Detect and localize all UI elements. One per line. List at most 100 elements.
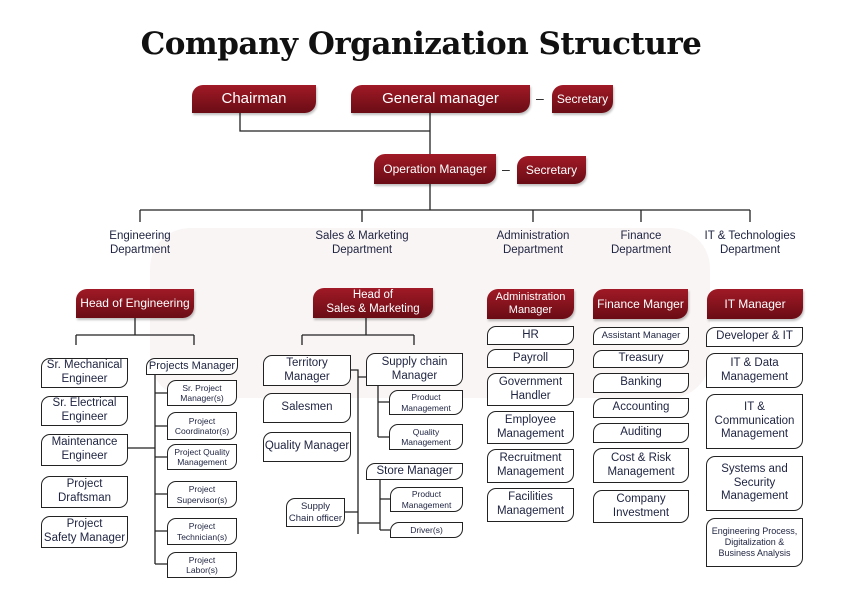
- box-label: Quality Management: [401, 426, 451, 447]
- box-label: Product Management: [401, 392, 451, 413]
- finance-role-box: Auditing: [593, 423, 689, 443]
- engineering-role-box: Project Draftsman: [41, 476, 128, 508]
- box-label: Head of Sales & Marketing: [326, 289, 420, 315]
- box-label: Finance Manger: [597, 296, 684, 311]
- box-label: Engineering Process, Digitalization & Bu…: [711, 526, 798, 558]
- box-label: Supply chain Manager: [381, 355, 448, 382]
- box-label: General manager: [382, 90, 499, 107]
- finance-role-box: Treasury: [593, 350, 689, 368]
- box-label: Project Draftsman: [57, 478, 112, 504]
- sales-role-box: Territory Manager: [263, 355, 351, 386]
- box-label: Supply Chain officer: [288, 501, 343, 524]
- project-role-box: Sr. Project Manager(s): [167, 380, 237, 406]
- box-label: IT & Communication Management: [714, 400, 795, 441]
- sales-role-box: Salesmen: [263, 393, 351, 423]
- project-role-box: Project Quality Management: [167, 444, 237, 470]
- finance-role-box: Cost & Risk Management: [593, 448, 689, 483]
- box-label: Sr. Electrical Engineer: [52, 397, 117, 423]
- box-label: Operation Manager: [383, 161, 487, 176]
- box-label: Maintenance Engineer: [51, 436, 118, 462]
- admin-role-box: Facilities Management: [487, 488, 574, 522]
- engineering-role-box: Project Safety Manager: [41, 516, 128, 548]
- box-label: Accounting: [612, 401, 670, 414]
- finance-role-box: Banking: [593, 373, 689, 393]
- box-label: Project Safety Manager: [43, 518, 126, 544]
- box-label: Driver(s): [410, 524, 443, 535]
- dash-separator: –: [536, 90, 544, 106]
- box-label: Product Management: [401, 489, 452, 510]
- box-label: Administration Department: [496, 230, 570, 257]
- admin-manager-box: Administration Manager: [487, 289, 574, 319]
- box-label: Cost & Risk Management: [607, 451, 675, 478]
- chairman-box: Chairman: [192, 85, 316, 113]
- finance-role-box: Company Investment: [593, 490, 689, 523]
- it-role-box: Systems and Security Management: [706, 456, 803, 511]
- box-label: Sales & Marketing Department: [315, 230, 409, 257]
- box-label: Project Supervisor(s): [176, 484, 228, 505]
- project-role-box: Project Labor(s): [167, 552, 237, 578]
- box-label: Quality Manager: [264, 440, 350, 453]
- operation-manager-box: Operation Manager: [374, 154, 496, 184]
- engineering-role-box: Sr. Mechanical Engineer: [41, 358, 128, 388]
- box-label: Recruitment Management: [496, 452, 565, 478]
- box-label: Employee Management: [496, 413, 565, 440]
- box-label: Project Coordinator(s): [174, 415, 230, 436]
- store-sub-box: Driver(s): [390, 522, 463, 538]
- department-label-sales: Sales & Marketing Department: [302, 229, 422, 259]
- it-manager-box: IT Manager: [707, 289, 803, 319]
- supply-chain-manager-box: Supply chain Manager: [366, 353, 463, 386]
- admin-role-box: Recruitment Management: [487, 449, 574, 483]
- box-label: Developer & IT: [716, 330, 793, 343]
- box-label: Engineering Department: [109, 230, 171, 257]
- box-label: IT & Data Management: [720, 356, 789, 383]
- general-manager-box: General manager: [351, 85, 530, 113]
- department-label-engineering: Engineering Department: [80, 229, 200, 259]
- project-role-box: Project Technician(s): [167, 518, 237, 545]
- head-of-sales-box: Head of Sales & Marketing: [313, 288, 433, 318]
- engineering-role-box: Maintenance Engineer: [41, 434, 128, 466]
- finance-manager-box: Finance Manger: [593, 289, 688, 319]
- box-label: Sr. Project Manager(s): [180, 382, 224, 403]
- box-label: Treasury: [618, 352, 664, 365]
- box-label: Store Manager: [376, 464, 453, 477]
- department-label-admin: Administration Department: [473, 229, 593, 259]
- it-role-box: Engineering Process, Digitalization & Bu…: [706, 518, 803, 567]
- box-label: Project Technician(s): [176, 521, 228, 542]
- it-role-box: IT & Data Management: [706, 353, 803, 388]
- it-role-box: IT & Communication Management: [706, 394, 803, 449]
- box-label: Banking: [620, 376, 662, 389]
- admin-role-box: HR: [487, 326, 574, 345]
- department-label-finance: Finance Department: [581, 229, 701, 259]
- box-label: Payroll: [512, 351, 549, 364]
- finance-role-box: Accounting: [593, 398, 689, 418]
- box-label: Head of Engineering: [80, 296, 190, 311]
- box-label: IT & Technologies Department: [704, 230, 796, 257]
- project-role-box: Project Supervisor(s): [167, 481, 237, 508]
- sales-role-box: Quality Manager: [263, 432, 351, 462]
- box-label: Government Handler: [498, 375, 563, 402]
- box-label: Auditing: [620, 426, 662, 439]
- supply-chain-officer-box: Supply Chain officer: [286, 498, 345, 527]
- box-label: IT Manager: [724, 296, 786, 311]
- supply-chain-sub-box: Product Management: [389, 390, 463, 415]
- box-label: Territory Manager: [284, 356, 330, 383]
- department-label-it: IT & Technologies Department: [690, 229, 810, 259]
- supply-chain-sub-box: Quality Management: [389, 424, 463, 450]
- box-label: Project Quality Management: [174, 446, 230, 467]
- box-label: Secretary: [525, 162, 578, 177]
- box-label: Salesmen: [281, 401, 333, 414]
- box-label: Assistant Manager: [601, 330, 681, 342]
- box-label: Finance Department: [610, 230, 672, 257]
- box-label: Systems and Security Management: [720, 462, 789, 503]
- head-of-engineering-box: Head of Engineering: [76, 289, 194, 318]
- box-label: Project Labor(s): [186, 554, 218, 575]
- admin-role-box: Government Handler: [487, 373, 574, 406]
- secretary-box: Secretary: [517, 156, 586, 184]
- it-role-box: Developer & IT: [706, 327, 803, 347]
- box-label: Chairman: [221, 90, 287, 107]
- box-label: Facilities Management: [496, 491, 565, 517]
- dash-separator: –: [502, 161, 510, 177]
- box-label: Sr. Mechanical Engineer: [46, 359, 123, 385]
- box-label: Administration Manager: [495, 290, 566, 316]
